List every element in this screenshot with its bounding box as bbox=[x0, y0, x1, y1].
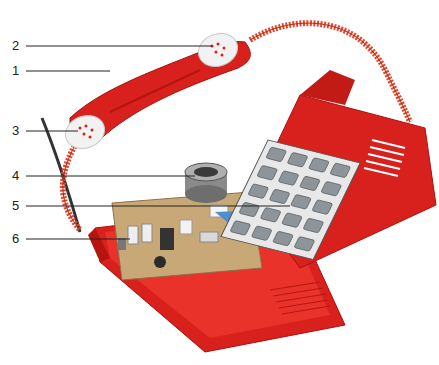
key bbox=[308, 158, 329, 173]
capacitor bbox=[154, 256, 166, 268]
leader-lines bbox=[26, 46, 290, 239]
coiled-cord bbox=[63, 140, 80, 230]
leader-line bbox=[26, 71, 110, 72]
component bbox=[180, 220, 192, 234]
hole bbox=[85, 125, 88, 128]
coiled-cord bbox=[250, 23, 410, 122]
callout-number: 1 bbox=[12, 64, 19, 78]
key bbox=[282, 213, 303, 228]
board-components bbox=[118, 205, 228, 268]
leader-line bbox=[26, 176, 195, 177]
callout-number: 4 bbox=[12, 169, 19, 183]
jack bbox=[118, 238, 126, 250]
leader-line bbox=[26, 239, 130, 240]
vent bbox=[368, 154, 402, 162]
earpiece bbox=[194, 28, 243, 72]
earpiece-holes bbox=[211, 43, 226, 57]
grille-line bbox=[279, 300, 328, 308]
cover-vents bbox=[364, 140, 405, 176]
key bbox=[251, 226, 272, 241]
key bbox=[257, 165, 278, 180]
vent bbox=[364, 168, 398, 176]
leader-line bbox=[26, 131, 78, 132]
component bbox=[200, 232, 218, 242]
key bbox=[239, 202, 260, 217]
handset-groove bbox=[110, 70, 200, 112]
key bbox=[299, 176, 320, 191]
callout-number: 6 bbox=[12, 232, 19, 246]
key bbox=[291, 194, 312, 209]
key bbox=[273, 231, 294, 246]
grille-line bbox=[270, 282, 320, 290]
bell-center bbox=[194, 167, 218, 177]
grille-line bbox=[282, 306, 330, 314]
hole bbox=[91, 129, 94, 132]
coiled-cord-core bbox=[63, 140, 80, 230]
component bbox=[142, 224, 152, 242]
callout-number: 5 bbox=[12, 199, 19, 213]
key bbox=[287, 152, 308, 167]
key bbox=[248, 184, 269, 199]
callout-number: 2 bbox=[12, 39, 19, 53]
callout-number: 3 bbox=[12, 124, 19, 138]
grille-line bbox=[273, 288, 323, 296]
hole bbox=[215, 51, 218, 54]
hole bbox=[221, 54, 224, 57]
key bbox=[269, 189, 290, 204]
bell bbox=[185, 163, 227, 203]
cradle bbox=[300, 70, 355, 105]
keypad bbox=[221, 140, 360, 259]
coiled-cord-core bbox=[250, 23, 410, 122]
vent bbox=[366, 161, 400, 169]
leader-line bbox=[26, 46, 212, 47]
hole bbox=[223, 47, 226, 50]
key bbox=[321, 181, 342, 196]
component bbox=[128, 226, 138, 244]
key bbox=[230, 220, 251, 235]
hole bbox=[217, 43, 220, 46]
handset bbox=[61, 28, 251, 154]
key bbox=[278, 171, 299, 186]
grille-line bbox=[276, 294, 326, 302]
key bbox=[330, 163, 351, 178]
vent bbox=[372, 140, 405, 148]
key bbox=[303, 218, 324, 233]
mouthpiece-holes bbox=[79, 125, 94, 139]
hole bbox=[89, 136, 92, 139]
chip bbox=[160, 228, 174, 250]
key bbox=[260, 207, 281, 222]
key bbox=[294, 236, 315, 251]
bell-base bbox=[185, 185, 227, 203]
vent bbox=[370, 147, 404, 155]
mouthpiece bbox=[61, 110, 110, 154]
base-wall bbox=[88, 228, 110, 262]
hole bbox=[79, 127, 82, 130]
key bbox=[312, 200, 333, 215]
keypad-panel bbox=[221, 140, 360, 259]
base-grille bbox=[270, 282, 330, 314]
bell-top bbox=[185, 163, 227, 181]
key bbox=[266, 147, 287, 162]
hole bbox=[83, 133, 86, 136]
leader-line bbox=[26, 206, 290, 207]
